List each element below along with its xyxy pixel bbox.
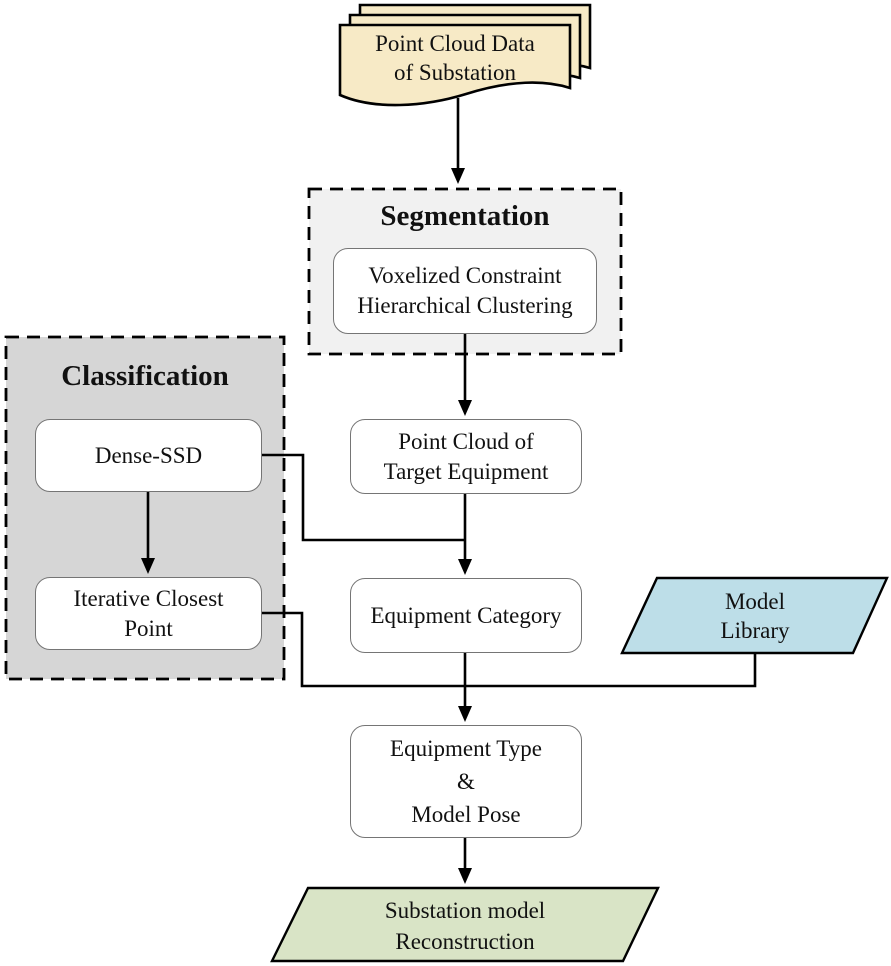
document-sheet-front xyxy=(338,23,572,107)
reconstruction-shape xyxy=(270,886,660,963)
equipment-type-pose-node: Equipment Type & Model Pose xyxy=(350,725,582,838)
dense-ssd-node: Dense-SSD xyxy=(35,419,262,492)
model-library-label: Model Library xyxy=(720,589,790,643)
edge-icp-and-library-bus-line xyxy=(262,611,757,688)
classification-group-title: Classification xyxy=(61,360,229,392)
point-cloud-data-label: Point Cloud Data of Substation xyxy=(375,31,535,85)
point-cloud-target-node: Point Cloud of Target Equipment xyxy=(350,419,582,494)
iterative-closest-point-node: Iterative Closest Point xyxy=(35,577,262,650)
voxelized-clustering-node: Voxelized Constraint Hierarchical Cluste… xyxy=(333,248,597,334)
reconstruction-label: Substation model Reconstruction xyxy=(384,898,546,954)
segmentation-group-title: Segmentation xyxy=(380,200,550,232)
document-stack-shape xyxy=(338,3,592,107)
equipment-category-node: Equipment Category xyxy=(350,578,582,653)
model-library-shape xyxy=(620,576,889,655)
edge-dense-ssd-join-line xyxy=(262,453,465,542)
